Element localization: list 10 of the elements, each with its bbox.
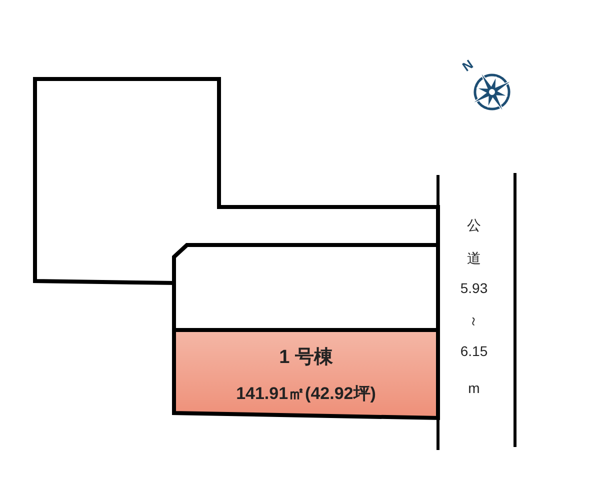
road-label: 公 [467, 218, 481, 234]
lot-plot [33, 77, 440, 285]
road-label: m [468, 380, 480, 396]
road-label: 道 [467, 251, 481, 267]
north-label: N [460, 56, 476, 74]
area-label: 141.91㎡(42.92坪) [236, 382, 376, 404]
road-label: ～ [466, 314, 482, 329]
road-label: 5.93 [460, 280, 488, 296]
building-label: 1 号棟 [279, 346, 333, 370]
road-label: 6.15 [460, 344, 488, 359]
